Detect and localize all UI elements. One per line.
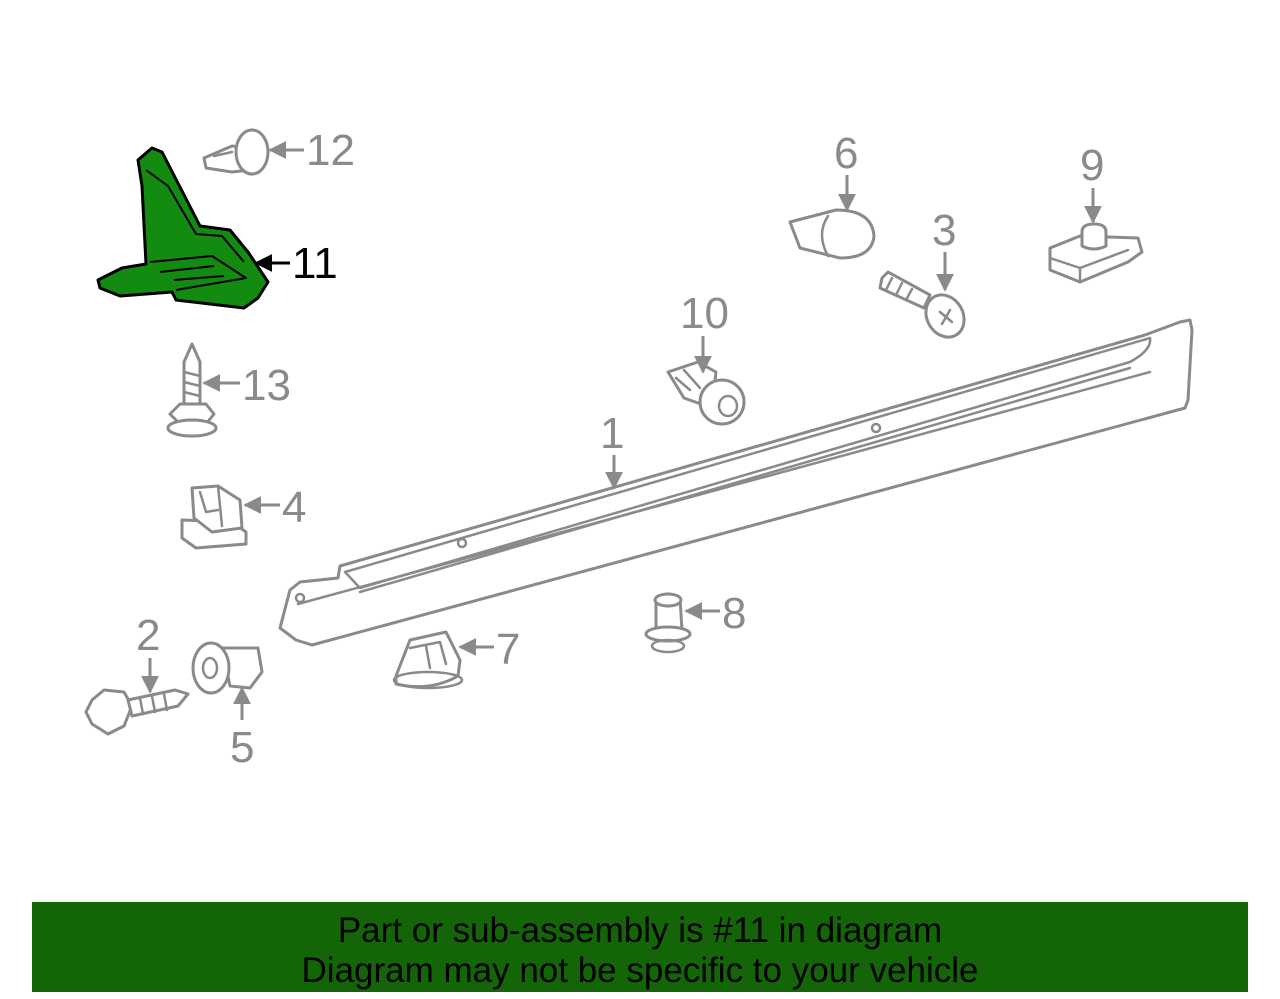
nut-clip-part-9[interactable]: [1048, 222, 1144, 284]
callout-7: 7: [458, 625, 520, 674]
svg-text:1: 1: [600, 409, 624, 458]
svg-text:8: 8: [722, 589, 746, 638]
clip-part-7[interactable]: [392, 630, 464, 690]
parts-diagram: 1 2 3 4 5: [84, 126, 1194, 772]
svg-text:2: 2: [136, 611, 160, 660]
banner-line-part-number: Part or sub-assembly is #11 in diagram: [337, 911, 943, 950]
callout-5: 5: [230, 686, 254, 772]
stud-bolt-part-13[interactable]: [166, 342, 218, 438]
callout-1: 1: [600, 409, 624, 490]
callout-10: 10: [680, 289, 729, 374]
svg-text:3: 3: [932, 206, 956, 255]
svg-text:10: 10: [680, 289, 729, 338]
clip-part-4[interactable]: [180, 484, 248, 550]
callout-3: 3: [932, 206, 956, 292]
info-banner: Part or sub-assembly is #11 in diagram D…: [32, 902, 1248, 992]
svg-text:7: 7: [496, 625, 520, 674]
callout-8: 8: [684, 589, 746, 638]
pin-part-12[interactable]: [202, 128, 270, 176]
bolt-part-2[interactable]: [84, 688, 190, 736]
svg-text:6: 6: [834, 129, 858, 178]
banner-line-disclaimer: Diagram may not be specific to your vehi…: [301, 951, 979, 990]
pushpin-part-8[interactable]: [644, 592, 692, 654]
grommet-part-10[interactable]: [666, 360, 746, 426]
svg-text:9: 9: [1080, 141, 1104, 190]
callout-13: 13: [202, 361, 291, 410]
callout-12: 12: [268, 126, 355, 175]
rocker-molding-part[interactable]: [278, 318, 1194, 647]
svg-text:11: 11: [292, 239, 338, 288]
callout-4: 4: [243, 483, 306, 532]
svg-text:5: 5: [230, 723, 254, 772]
screw-part-3[interactable]: [878, 270, 972, 344]
svg-text:12: 12: [306, 126, 355, 175]
callout-9: 9: [1080, 141, 1104, 224]
svg-text:4: 4: [282, 483, 306, 532]
callout-11: 11: [254, 239, 338, 288]
bracket-part-11-highlighted[interactable]: [96, 146, 270, 310]
svg-text:13: 13: [242, 361, 291, 410]
plug-part-6[interactable]: [788, 208, 876, 260]
callout-6: 6: [834, 129, 858, 212]
callout-2: 2: [136, 611, 160, 694]
nut-part-5[interactable]: [191, 641, 264, 695]
